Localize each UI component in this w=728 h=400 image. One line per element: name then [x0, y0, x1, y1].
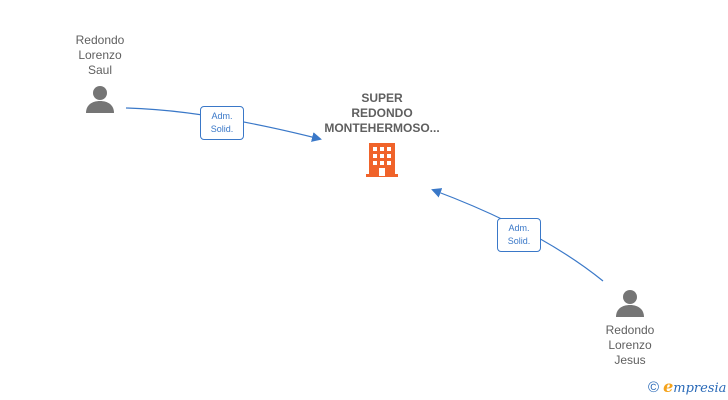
role-label: Solid.	[507, 236, 531, 246]
person-icon	[86, 86, 114, 113]
company-name-line: SUPER	[361, 91, 403, 105]
person-node-top[interactable]: Redondo Lorenzo Saul	[64, 33, 136, 114]
person-name-bottom: Redondo Lorenzo Jesus	[606, 323, 655, 368]
company-name-line: MONTEHERMOSO...	[324, 121, 440, 135]
role-label: Adm.	[211, 111, 233, 121]
role-badge-top[interactable]: Adm. Solid.	[200, 106, 244, 140]
person-name-line: Lorenzo	[608, 338, 652, 352]
brand-logo: empresia	[663, 378, 726, 398]
person-name-line: Lorenzo	[78, 48, 122, 62]
person-name-line: Jesus	[614, 353, 646, 367]
role-label: Adm.	[508, 223, 530, 233]
company-name: SUPER REDONDO MONTEHERMOSO...	[324, 91, 439, 136]
person-name-line: Redondo	[605, 323, 655, 337]
person-icon	[616, 290, 644, 317]
building-icon	[366, 143, 398, 177]
person-name-top: Redondo Lorenzo Saul	[76, 33, 125, 78]
role-label: Solid.	[210, 124, 234, 134]
person-name-line: Redondo	[75, 33, 125, 47]
company-name-line: REDONDO	[351, 106, 413, 120]
brand-rest: mpresia	[673, 381, 727, 396]
brand-initial: e	[663, 377, 674, 396]
person-node-bottom[interactable]: Redondo Lorenzo Jesus	[594, 288, 666, 368]
company-node[interactable]: SUPER REDONDO MONTEHERMOSO...	[312, 91, 452, 178]
person-name-line: Saul	[87, 63, 113, 77]
copyright-icon: ©	[648, 379, 660, 396]
empresia-watermark: © empresia	[648, 378, 726, 398]
role-badge-bottom[interactable]: Adm. Solid.	[497, 218, 541, 252]
